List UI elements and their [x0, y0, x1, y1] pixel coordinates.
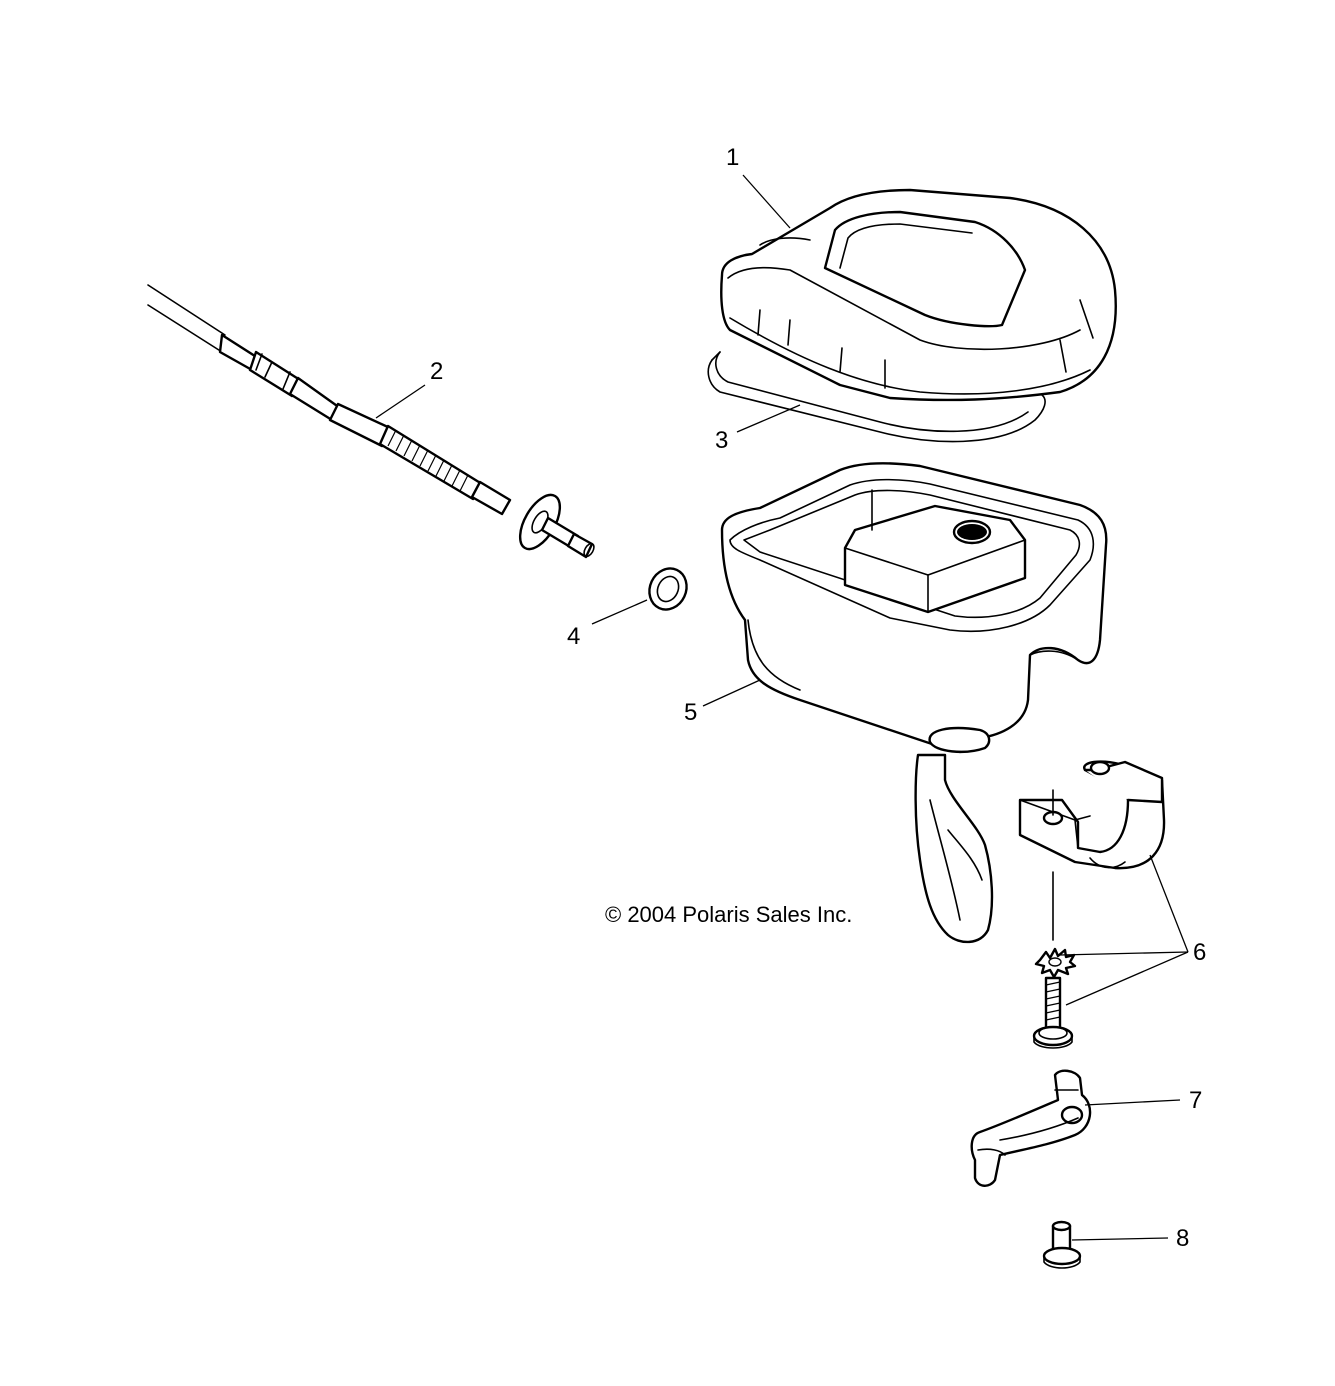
- thumb-lever[interactable]: [914, 753, 994, 944]
- part-1-cover[interactable]: [720, 188, 1117, 402]
- callout-7: 7: [1189, 1087, 1202, 1114]
- callout-2: 2: [430, 358, 443, 385]
- callout-3: 3: [715, 427, 728, 454]
- callout-labels: 1 2 3 4 5 6 7 8: [430, 144, 1206, 1252]
- callout-6: 6: [1193, 939, 1206, 966]
- leader-lines: [375, 174, 1189, 1241]
- part-2-throttle-cable[interactable]: [147, 284, 596, 559]
- part-8-pivot-pin[interactable]: [1042, 1220, 1082, 1269]
- part-6-clamp-assembly[interactable]: [1018, 760, 1166, 1049]
- copyright-notice: © 2004 Polaris Sales Inc.: [605, 902, 852, 927]
- callout-1: 1: [726, 144, 739, 171]
- part-4-o-ring[interactable]: [643, 562, 693, 615]
- part-7-lever-arm[interactable]: [970, 1069, 1092, 1187]
- part-3-gasket[interactable]: [707, 351, 1046, 443]
- callout-8: 8: [1176, 1225, 1189, 1252]
- star-washer: [1034, 947, 1077, 979]
- part-5-housing[interactable]: [720, 462, 1108, 754]
- callout-5: 5: [684, 699, 697, 726]
- callout-4: 4: [567, 623, 580, 650]
- screw: [1032, 976, 1074, 1049]
